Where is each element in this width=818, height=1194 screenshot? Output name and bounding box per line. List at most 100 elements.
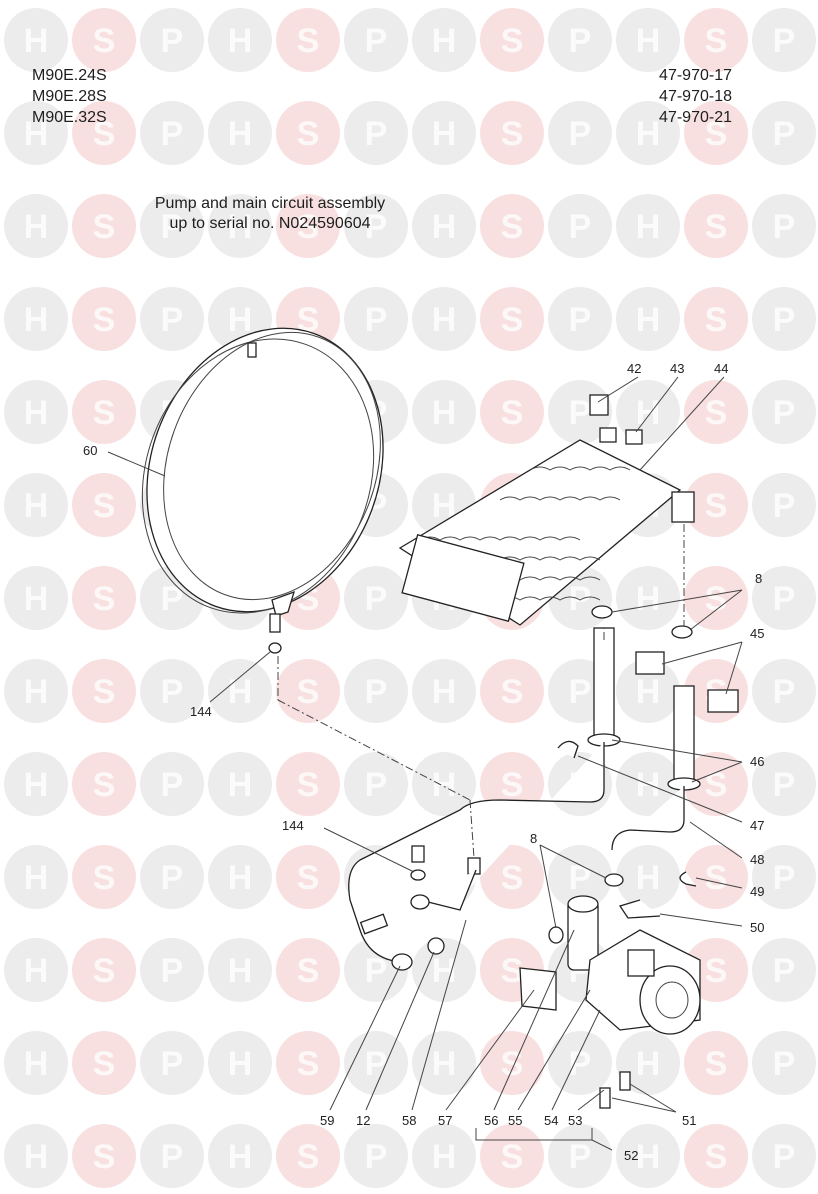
part-code: 47-970-21 bbox=[659, 109, 732, 126]
watermark-letter: H bbox=[228, 859, 253, 897]
watermark-letter: S bbox=[297, 1138, 320, 1176]
watermark-letter: S bbox=[705, 22, 728, 60]
heat-exchanger bbox=[398, 427, 695, 626]
callout-52: 52 bbox=[624, 1148, 638, 1163]
watermark-letter: S bbox=[705, 766, 728, 804]
watermark-circle bbox=[616, 101, 680, 165]
diagram-title: Pump and main circuit assembly up to ser… bbox=[120, 194, 420, 234]
watermark-letter: P bbox=[161, 301, 184, 339]
watermark-circle bbox=[684, 287, 748, 351]
watermark-letter: S bbox=[297, 952, 320, 990]
callout-44: 44 bbox=[714, 361, 728, 376]
watermark-circle bbox=[344, 8, 408, 72]
watermark-letter: S bbox=[297, 208, 320, 246]
watermark-circle bbox=[140, 752, 204, 816]
watermark-circle bbox=[4, 287, 68, 351]
watermark-letter: P bbox=[365, 952, 388, 990]
watermark-letter: P bbox=[569, 22, 592, 60]
watermark-circle bbox=[752, 473, 816, 537]
watermark-letter: S bbox=[705, 115, 728, 153]
watermark-circle bbox=[72, 380, 136, 444]
watermark-letter: S bbox=[93, 580, 116, 618]
watermark-circle bbox=[208, 938, 272, 1002]
callout-57: 57 bbox=[438, 1113, 452, 1128]
watermark-letter: S bbox=[297, 859, 320, 897]
watermark-letter: S bbox=[93, 394, 116, 432]
washer bbox=[268, 642, 282, 654]
watermark-circle bbox=[412, 938, 476, 1002]
watermark-circle bbox=[684, 101, 748, 165]
washer bbox=[410, 869, 426, 881]
watermark-letter: P bbox=[773, 766, 796, 804]
watermark-circle bbox=[140, 845, 204, 909]
watermark-circle bbox=[72, 752, 136, 816]
watermark-letter: H bbox=[228, 115, 253, 153]
watermark-circle bbox=[412, 380, 476, 444]
watermark-letter: P bbox=[569, 859, 592, 897]
watermark-circle bbox=[412, 8, 476, 72]
watermark-letter: P bbox=[161, 1138, 184, 1176]
watermark-letter: H bbox=[24, 394, 49, 432]
callout-60: 60 bbox=[83, 443, 97, 458]
watermark-letter: P bbox=[161, 952, 184, 990]
part-code-list: 47-970-17 47-970-18 47-970-21 bbox=[659, 65, 732, 128]
watermark-circle bbox=[4, 938, 68, 1002]
watermark-circle bbox=[276, 1124, 340, 1188]
watermark-letter: P bbox=[365, 208, 388, 246]
watermark-letter: P bbox=[773, 580, 796, 618]
watermark-letter: H bbox=[636, 580, 661, 618]
watermark-letter: S bbox=[297, 301, 320, 339]
watermark-letter: P bbox=[569, 394, 592, 432]
watermark-circle bbox=[684, 845, 748, 909]
watermark-letter: S bbox=[705, 1045, 728, 1083]
watermark-circle bbox=[276, 938, 340, 1002]
watermark-circle bbox=[72, 8, 136, 72]
clip-42 bbox=[589, 394, 609, 416]
leader-lines bbox=[107, 376, 743, 1151]
watermark-circle bbox=[4, 659, 68, 723]
watermark-letter: S bbox=[501, 859, 524, 897]
watermark-circle bbox=[276, 1031, 340, 1095]
watermark-letter: P bbox=[773, 859, 796, 897]
watermark-letter: P bbox=[161, 673, 184, 711]
watermark-letter: P bbox=[365, 673, 388, 711]
watermark-circle bbox=[276, 752, 340, 816]
model-name: M90E.24S bbox=[32, 67, 107, 84]
watermark-circle bbox=[140, 194, 204, 258]
watermark-circle bbox=[752, 8, 816, 72]
watermark-letter: S bbox=[501, 1045, 524, 1083]
watermark-letter: P bbox=[773, 22, 796, 60]
title-line-2: up to serial no. N024590604 bbox=[169, 215, 371, 232]
watermark-letter: P bbox=[569, 673, 592, 711]
watermark-circle bbox=[548, 1031, 612, 1095]
callout-45: 45 bbox=[750, 626, 764, 641]
watermark-circle bbox=[276, 8, 340, 72]
watermark-letter: P bbox=[161, 208, 184, 246]
watermark-circle bbox=[344, 287, 408, 351]
watermark-letter: S bbox=[93, 859, 116, 897]
watermark-circle bbox=[684, 380, 748, 444]
clip-49 bbox=[679, 871, 697, 887]
callout-54: 54 bbox=[544, 1113, 558, 1128]
watermark-circle bbox=[752, 1124, 816, 1188]
watermark-letter: S bbox=[501, 766, 524, 804]
callout-8: 8 bbox=[755, 571, 762, 586]
callout-48: 48 bbox=[750, 852, 764, 867]
watermark-circle bbox=[4, 473, 68, 537]
watermark-circle bbox=[208, 752, 272, 816]
watermark-letter: H bbox=[432, 301, 457, 339]
watermark-circle bbox=[684, 1031, 748, 1095]
watermark-letter: H bbox=[24, 580, 49, 618]
watermark-circle bbox=[412, 1124, 476, 1188]
watermark-letter: H bbox=[432, 673, 457, 711]
watermark-circle bbox=[140, 1031, 204, 1095]
watermark-letter: H bbox=[636, 208, 661, 246]
watermark-circle bbox=[140, 287, 204, 351]
watermark-circle bbox=[4, 101, 68, 165]
watermark-circle bbox=[752, 1031, 816, 1095]
watermark-circle bbox=[140, 8, 204, 72]
watermark-letter: H bbox=[432, 1045, 457, 1083]
watermark-circle bbox=[4, 8, 68, 72]
watermark-letter: P bbox=[161, 115, 184, 153]
watermark-letter: S bbox=[705, 1138, 728, 1176]
